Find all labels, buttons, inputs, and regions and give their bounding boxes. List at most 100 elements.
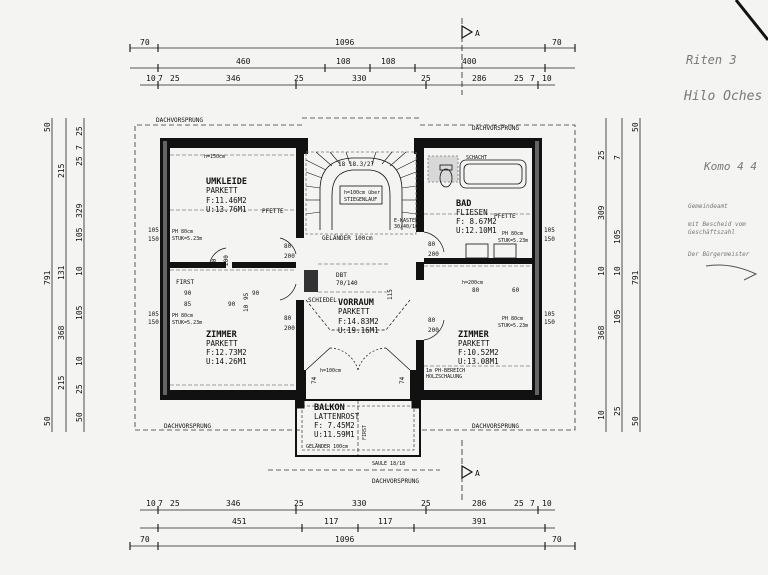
dim-bot-t-10: 10 xyxy=(542,499,552,508)
left-dimension-labels: 791 50 50 215 131 368 215 25 7 25 329 10… xyxy=(43,122,84,426)
staircase xyxy=(305,151,417,235)
dim-bot-t-0: 10 xyxy=(146,499,156,508)
dim-top-b-5: 330 xyxy=(352,74,367,83)
room-umkleide-area: F:11.46M2 xyxy=(206,196,247,205)
dim-150-left: 150 xyxy=(148,236,159,243)
room-zimmer-right-perimeter: U:13.08M1 xyxy=(458,357,499,366)
room-umkleide: UMKLEIDE PARKETT F:11.46M2 U:13.76M1 xyxy=(206,177,247,214)
dim-60: 60 xyxy=(512,287,520,294)
bottom-dimension-chains xyxy=(129,506,576,550)
room-balkon-area: F: 7.45M2 xyxy=(314,421,355,430)
door-dimensions: 80 200 80 200 80 200 80 200 80 200 90 90… xyxy=(148,227,555,384)
room-umkleide-name: UMKLEIDE xyxy=(206,177,247,187)
door-200-a: 200 xyxy=(284,253,295,260)
dbt-dim: 70/140 xyxy=(336,280,358,287)
ph-80-left: PH 80cm xyxy=(172,229,193,235)
door-200-c: 200 xyxy=(428,251,439,258)
dim-bot-t-2: 25 xyxy=(170,499,180,508)
dim-top-overall-2: 70 xyxy=(552,38,562,47)
handwriting-line-2: Hilo Oches xyxy=(683,89,762,104)
h200-right: h=200cm xyxy=(462,280,483,286)
stair-note-2: STIEGENLAUF xyxy=(344,197,377,203)
gelaender-stair: GELÄNDER 100cm xyxy=(322,235,373,242)
dim-top-b-0: 10 xyxy=(146,74,156,83)
dim-90-c: 90 xyxy=(228,301,236,308)
dim-top-mid-2: 108 xyxy=(381,57,396,66)
dim-bot-m-2: 117 xyxy=(378,517,393,526)
stuk-right: STUK=5.23m xyxy=(498,238,528,244)
door-80-b: 80 xyxy=(284,315,292,322)
room-bad-area: F: 8.67M2 xyxy=(456,217,497,226)
door-80-d: 80 xyxy=(428,317,436,324)
dim-right-mid-1: 368 xyxy=(597,325,606,340)
dim-top-b-2: 25 xyxy=(170,74,180,83)
bathroom-fixtures xyxy=(427,155,527,259)
dim-top-mid-1: 108 xyxy=(336,57,351,66)
dim-right-misc-1: 10 xyxy=(597,410,606,420)
dim-right-inner-0: 50 xyxy=(631,122,640,132)
dim-right-outer: 791 xyxy=(631,270,640,285)
ph-80-right: PH 80cm xyxy=(502,231,523,237)
door-80-c: 80 xyxy=(428,241,436,248)
dim-top-b-4: 25 xyxy=(294,74,304,83)
dim-left-misc-0: 25 xyxy=(75,126,84,136)
dachvorsprung-top-left: DACHVORSPRUNG xyxy=(156,117,203,124)
room-zimmer-left-area: F:12.73M2 xyxy=(206,348,247,357)
schiedel-label: SCHIEDEL xyxy=(308,297,337,304)
h150-bottom: h=150cm xyxy=(182,392,203,398)
first-left: FIRST xyxy=(176,279,194,286)
dim-left-mid-0: 215 xyxy=(57,163,66,178)
dim-bot-t-7: 286 xyxy=(472,499,487,508)
h100-label: h=100cm xyxy=(320,368,341,374)
dim-bot-t-9: 7 xyxy=(530,499,535,508)
room-zimmer-left-perimeter: U:14.26M1 xyxy=(206,357,247,366)
room-bad-perimeter: U:12.10M1 xyxy=(456,226,497,235)
section-marker-bottom: A xyxy=(461,440,480,500)
dim-105-left-2: 105 xyxy=(148,311,159,318)
dim-74-b: 74 xyxy=(399,376,406,384)
dim-top-b-10: 10 xyxy=(542,74,552,83)
dim-bot-t-6: 25 xyxy=(421,499,431,508)
room-vorraum: VORRAUM PARKETT F:14.83M2 U:19.16M1 xyxy=(338,298,379,335)
dim-105-right-2: 105 xyxy=(544,311,555,318)
stuk-right-2: STUK=5.23m xyxy=(498,323,528,329)
pfette-right: PFETTE xyxy=(494,213,516,220)
dim-bot-t-1: 7 xyxy=(158,499,163,508)
dim-left-50-bot: 50 xyxy=(43,416,52,426)
inner-walls xyxy=(170,148,532,400)
ph-80-right-2: PH 80cm xyxy=(502,316,523,322)
stamp-line-4: Der Bürgermeister xyxy=(687,251,750,258)
stamp-line-3: Geschäftszahl xyxy=(688,229,735,236)
room-zimmer-right-name: ZIMMER xyxy=(458,330,490,340)
door-swings xyxy=(209,231,445,371)
dim-top-b-3: 346 xyxy=(226,74,241,83)
room-umkleide-perimeter: U:13.76M1 xyxy=(206,205,247,214)
dim-left-mid-1: 131 xyxy=(57,265,66,280)
dachvorsprung-top-right: DACHVORSPRUNG xyxy=(472,125,519,132)
dim-left-misc-5: 50 xyxy=(75,412,84,422)
room-zimmer-right-floor: PARKETT xyxy=(458,339,490,348)
dim-top-overall-0: 70 xyxy=(140,38,150,47)
dim-bot-o-2: 70 xyxy=(552,535,562,544)
dim-95: 95 xyxy=(243,292,250,300)
room-bad: BAD FLIESEN F: 8.67M2 U:12.10M1 xyxy=(456,199,497,235)
stamp-line-2: mit Bescheid vom xyxy=(687,221,746,228)
door-200-d: 200 xyxy=(428,327,439,334)
dim-top-overall-1: 1096 xyxy=(335,38,354,47)
room-balkon-floor: LATTENROST xyxy=(314,412,360,421)
dim-90-b: 90 xyxy=(252,290,260,297)
section-marker-top: A xyxy=(461,18,480,95)
right-dimension-labels: 25 309 10 368 10 7 105 10 105 25 50 791 … xyxy=(597,122,640,426)
interior-dashed xyxy=(170,154,532,386)
room-vorraum-area: F:14.83M2 xyxy=(338,317,379,326)
door-200-b: 200 xyxy=(284,325,295,332)
dachvorsprung-bottom-left: DACHVORSPRUNG xyxy=(164,423,211,430)
section-label-top: A xyxy=(475,29,480,38)
dim-150-right-2: 150 xyxy=(544,319,555,326)
dim-right-inner-2: 105 xyxy=(613,309,622,324)
dim-left-inner-1: 105 xyxy=(75,227,84,242)
dim-left-mid-2: 368 xyxy=(57,325,66,340)
dim-right-inner-1: 105 xyxy=(613,229,622,244)
handwriting-line-1: Riten 3 xyxy=(686,53,737,67)
door-200-e: 200 xyxy=(223,255,230,266)
